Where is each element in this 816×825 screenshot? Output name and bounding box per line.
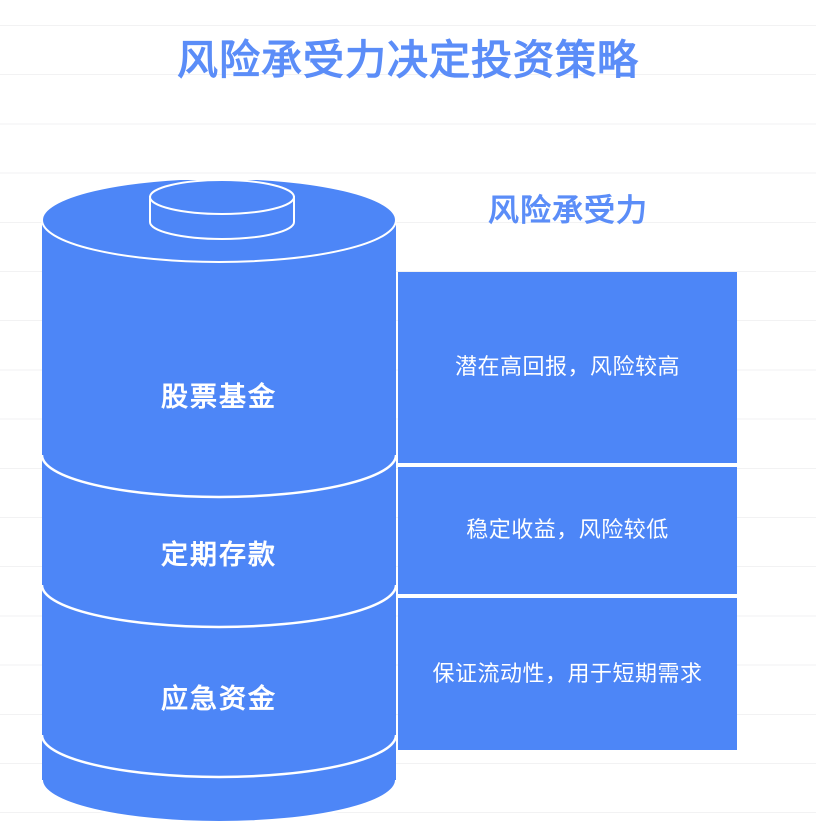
cylinder-stack-svg <box>40 180 398 823</box>
description-panel: 保证流动性，用于短期需求 <box>398 598 737 750</box>
page-title: 风险承受力决定投资策略 <box>177 37 639 83</box>
cylinder-divider-1 <box>40 454 398 499</box>
description-text: 稳定收益，风险较低 <box>466 517 669 543</box>
description-panel: 稳定收益，风险较低 <box>398 467 737 594</box>
cylinder-bottom-arc <box>41 779 397 823</box>
description-text: 保证流动性，用于短期需求 <box>432 660 703 686</box>
cylinder-segment-label: 定期存款 <box>161 540 277 570</box>
cylinder-segment-label: 应急资金 <box>161 684 277 714</box>
cylinder-cap-top-ellipse <box>149 180 295 215</box>
cylinder-segment-label: 股票基金 <box>161 382 277 412</box>
cylinder-body <box>42 220 396 822</box>
cylinder-divider-3 <box>40 734 398 779</box>
description-panel: 潜在高回报，风险较高 <box>398 272 737 463</box>
cylinder-divider-2 <box>40 584 398 629</box>
description-text: 潜在高回报，风险较高 <box>454 354 680 380</box>
column-header-risk-tolerance: 风险承受力 <box>488 193 648 228</box>
cylinder-stack-diagram <box>0 180 410 825</box>
